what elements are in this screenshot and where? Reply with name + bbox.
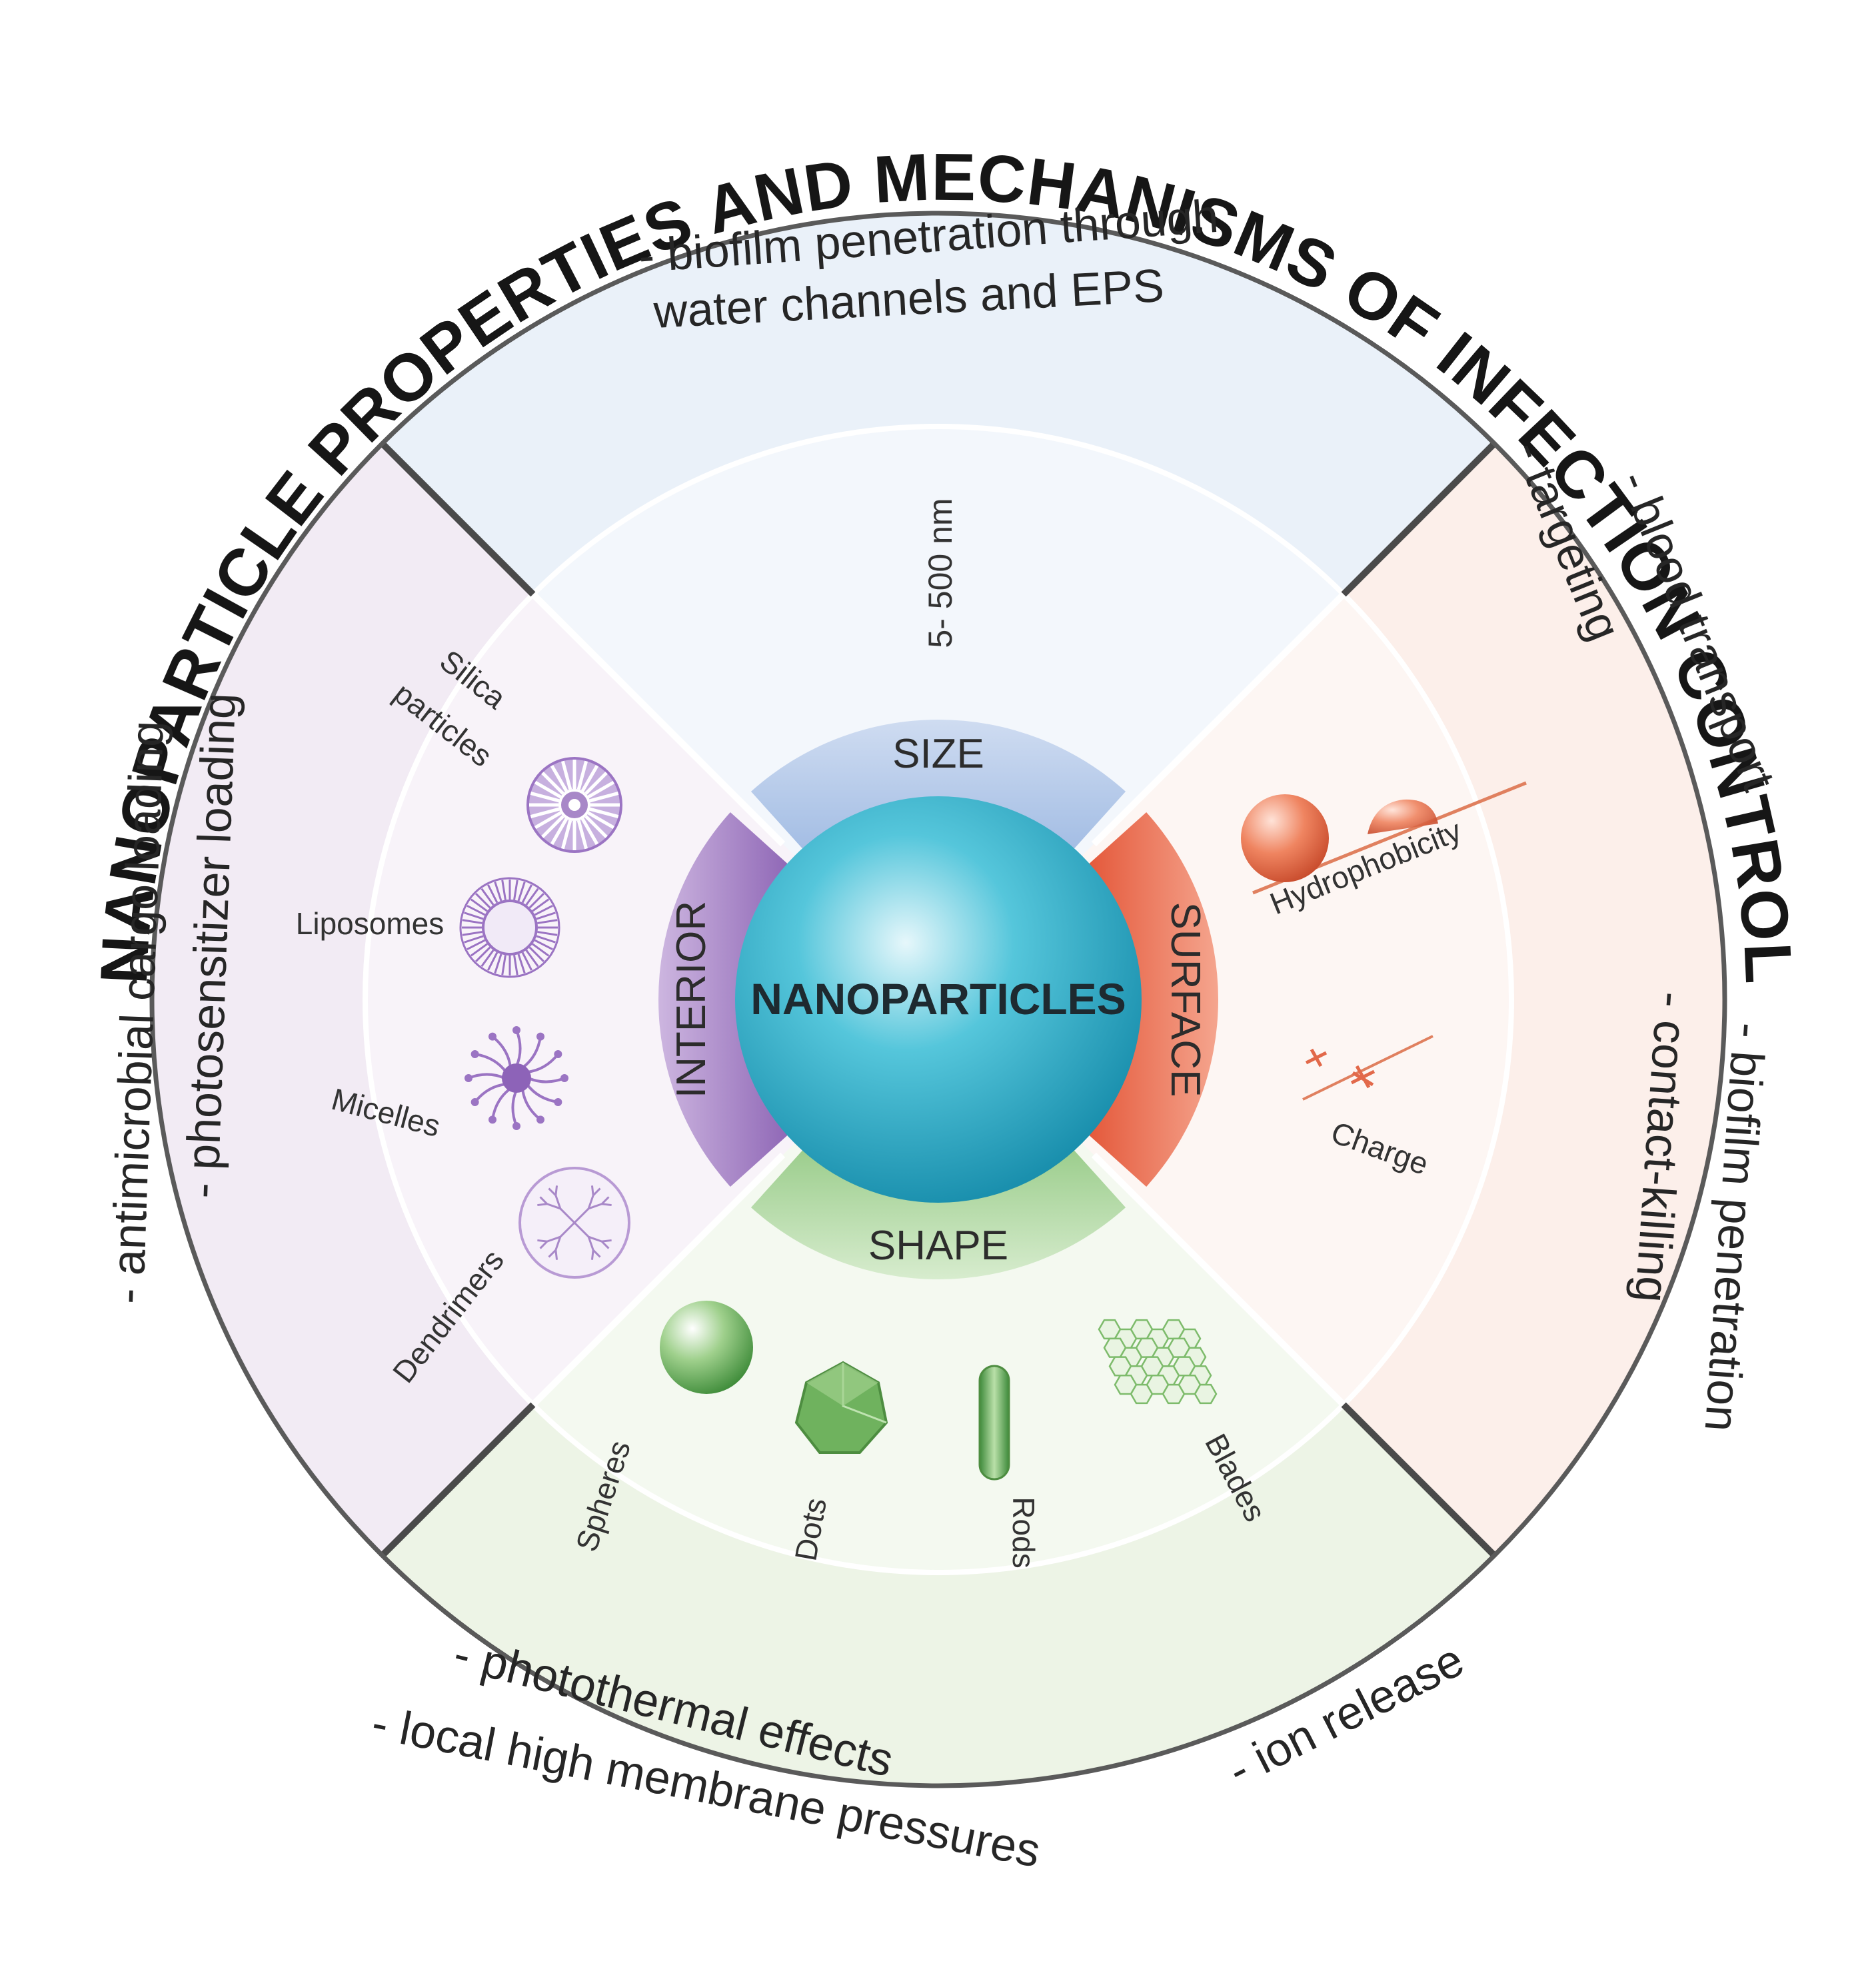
charge-illustration	[1302, 1035, 1433, 1101]
hydrophobic-droplet-icon	[1241, 794, 1329, 882]
blade-shape-icon	[1098, 1319, 1218, 1405]
inner-sector-right	[938, 594, 1511, 1405]
band-surface	[1086, 812, 1219, 1187]
outer-circle-border	[149, 211, 1727, 1788]
inner-ring-outline	[363, 424, 1514, 1575]
liposome-icon	[459, 877, 560, 978]
band-shape	[750, 1147, 1126, 1280]
inner-sector-left	[365, 594, 938, 1405]
inner-sector-top	[532, 426, 1344, 999]
center-label: NANOPARTICLES	[750, 974, 1126, 1023]
band-label-shape: SHAPE	[868, 1223, 1008, 1269]
rod-shape-icon	[978, 1365, 1010, 1481]
dendrimer-icon	[518, 1167, 630, 1279]
divider-outer-line	[380, 441, 536, 597]
rods-label: Rods	[1006, 1497, 1041, 1568]
divider-outer-line	[1341, 1402, 1497, 1558]
liposomes-label: Liposomes	[296, 906, 444, 941]
charge-minus-icon	[1350, 1065, 1376, 1089]
divider-inner-line	[1091, 1152, 1346, 1407]
divider-inner-line	[1091, 592, 1346, 847]
silica-particle-icon	[526, 757, 622, 853]
property-bands	[658, 719, 1219, 1280]
inner-sector-bottom	[532, 999, 1344, 1573]
band-label-interior: INTERIOR	[668, 901, 714, 1098]
band-label-surface: SURFACE	[1162, 902, 1208, 1097]
band-label-size: SIZE	[892, 731, 984, 777]
sphere-shape-icon	[660, 1301, 753, 1394]
hydrophobicity-illustration	[1241, 781, 1527, 895]
charge-surface-line	[1302, 1035, 1433, 1101]
size-range-label: 5- 500 nm	[922, 498, 959, 648]
charge-plus-icon	[1305, 1048, 1328, 1067]
dot-shape-icon	[794, 1361, 888, 1454]
micelle-icon	[465, 1026, 568, 1130]
divider-outer-line	[380, 1402, 536, 1558]
band-interior	[658, 812, 790, 1187]
divider-inner-line	[530, 592, 786, 847]
band-size	[750, 719, 1126, 852]
hydrophilic-droplet-icon	[1368, 799, 1438, 834]
center-sphere	[735, 796, 1142, 1203]
sector-dividers	[380, 441, 1497, 1558]
divider-inner-line	[530, 1152, 786, 1407]
inner-ring	[363, 424, 1514, 1575]
divider-outer-line	[1341, 441, 1497, 597]
